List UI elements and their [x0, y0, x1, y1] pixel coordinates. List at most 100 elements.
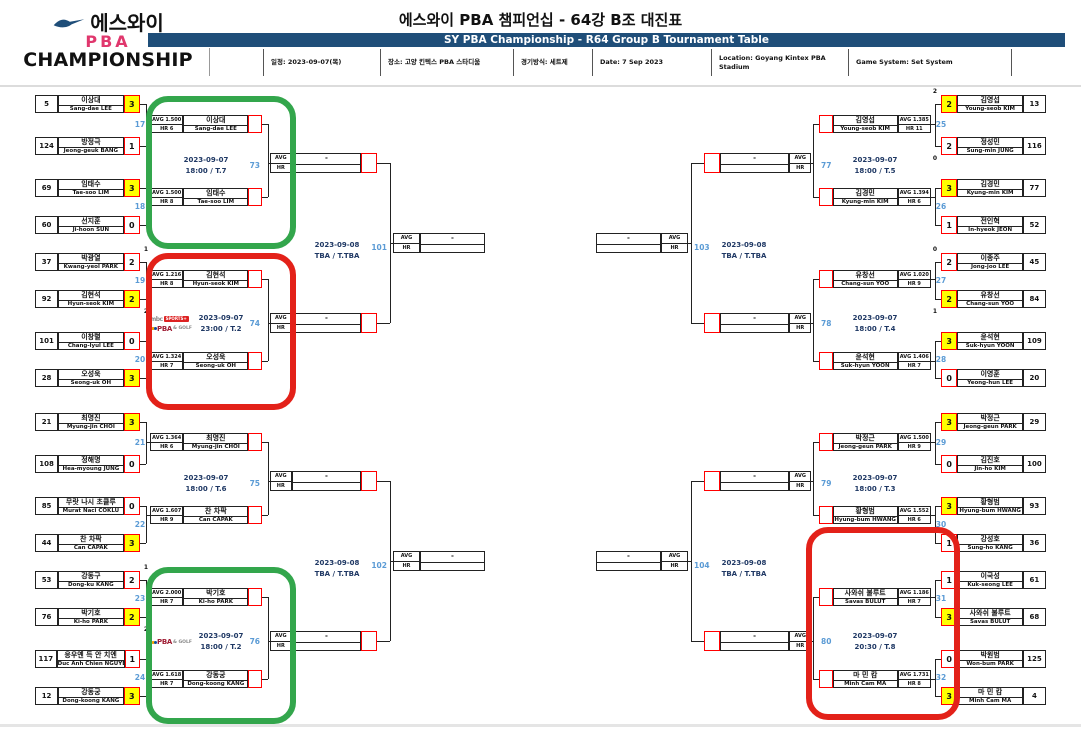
- player-name-english: Savas BULUT: [845, 599, 886, 605]
- player-name-korean: 윤석현: [833, 353, 897, 363]
- bracket-connector: [935, 580, 941, 581]
- player-name-english: Sung-ho KANG: [967, 545, 1013, 551]
- player-stats: AVG 1.731 HR 8: [897, 670, 931, 688]
- player-name-korean: 선지훈: [59, 217, 123, 227]
- bracket-connector: [146, 442, 150, 443]
- player-entry: 76 박기호 Ki-ho PARK 2 2: [35, 608, 148, 633]
- player-name-english: Hyun-seok KIM: [67, 301, 115, 307]
- player-name-english: Can CAPAK: [198, 517, 233, 523]
- player-stats: AVG 1.406 HR 7: [897, 352, 931, 370]
- player-name-box: 이상대 Sang-dae LEE: [183, 115, 249, 133]
- logo-text-kr: 에스와이: [90, 11, 164, 35]
- score-box: 3: [123, 687, 140, 705]
- seed-number: 21: [35, 413, 59, 431]
- score-slot: [248, 506, 262, 524]
- bracket-connector: [140, 422, 146, 423]
- bracket-connector: [691, 163, 704, 164]
- bracket-connector: [691, 481, 704, 482]
- player-name-box: 최명진 Myung-jin CHOI: [58, 413, 124, 431]
- score-box: 3: [123, 179, 140, 197]
- score-slot: [704, 313, 720, 333]
- bracket-connector: [931, 597, 935, 598]
- player-name-korean: 유창선: [833, 271, 897, 281]
- bracket-connector: [268, 124, 269, 197]
- player-name-box: 김현석 Hyun-seok KIM: [58, 290, 124, 308]
- player-name-box: 마 민 캄 Minh Cam MA: [832, 670, 898, 688]
- pba-golf-logo: PBA & GOLF: [150, 325, 192, 333]
- player-entry: 28 오성욱 Seong-uk OH 3: [35, 369, 140, 387]
- player-name-box: 김경민 Kyung-min KIM: [832, 188, 898, 206]
- score-slot: [248, 433, 262, 451]
- stat-labels: AVG HR: [789, 313, 811, 333]
- seed-number: 124: [35, 137, 59, 155]
- player-name-box: 이영훈 Yeong-hun LEE: [957, 369, 1023, 387]
- empty-row: [597, 563, 660, 570]
- score-slot: [248, 188, 262, 206]
- advancing-player-box: AVG 1.216 HR 8 김현석 Hyun-seok KIM: [150, 270, 262, 288]
- player-name-english: Young-seob KIM: [840, 126, 891, 132]
- score-slot: [819, 270, 833, 288]
- empty-row: [421, 245, 484, 252]
- score-slot: [248, 670, 262, 688]
- bracket-connector: [813, 515, 819, 516]
- player-name-korean: 정성민: [958, 138, 1022, 148]
- score-box: 3: [941, 608, 958, 626]
- seed-number: 85: [35, 497, 59, 515]
- player-entry: 45 이종주 Jong-joo LEE 2 0: [933, 246, 1046, 271]
- advancing-player-box: AVG 1.406 HR 7 윤석현 Suk-hyun YOON: [819, 352, 931, 370]
- avg-label: AVG: [668, 235, 681, 241]
- bracket-connector: [935, 146, 941, 147]
- player-name-korean: 박정근: [958, 414, 1022, 424]
- info-cell-venue: 장소: 고양 킨텍스 PBA 스타디움: [380, 49, 513, 76]
- r64-match-number: 20: [134, 354, 146, 364]
- mbc-sports-logo: mbc SPORTS+: [150, 316, 189, 323]
- bracket-connector: [813, 679, 819, 680]
- player-name-english: Dong-ku KANG: [68, 582, 114, 588]
- player-stats: AVG 1.618 HR 7: [150, 670, 184, 688]
- seed-number: 29: [1022, 413, 1046, 431]
- player-name-box: 강동궁 Dong-koong KANG: [58, 687, 124, 705]
- hr-label: HR: [394, 561, 419, 571]
- winner-output-box: AVG HR -: [393, 551, 485, 571]
- bracket-connector: [140, 341, 146, 342]
- player-entry: 52 전인혁 In-hyeok JEON 1: [941, 216, 1046, 234]
- seed-number: 53: [35, 571, 59, 589]
- advancing-player-box: AVG 1.324 HR 7 오성욱 Seong-uk OH: [150, 352, 262, 370]
- score-box: 1: [941, 534, 958, 552]
- bracket-connector: [691, 323, 704, 324]
- r64-match-number: 18: [134, 201, 146, 211]
- match-schedule-panel: 2023-09-08 TBA / T.TBA 103: [694, 235, 794, 267]
- bracket-connector: [931, 361, 935, 362]
- player-stats: AVG 1.500 HR 8: [150, 188, 184, 206]
- seed-number: 44: [35, 534, 59, 552]
- avg-value: AVG 1.324: [151, 354, 183, 362]
- schedule-text: 2023-09-07 18:00 / T.2: [199, 631, 244, 653]
- stat-labels: AVG HR: [270, 313, 292, 333]
- player-name-box: 이국성 Kuk-seong LEE: [957, 571, 1023, 589]
- bracket-connector: [813, 124, 819, 125]
- player-name-english: Young-seob KIM: [965, 106, 1015, 112]
- seed-number: 13: [1022, 95, 1046, 113]
- score-slot: [361, 631, 377, 651]
- logo-divider: [209, 48, 210, 76]
- empty-slot: -: [292, 154, 361, 165]
- r64-match-number: 25: [935, 120, 947, 129]
- advancing-player-box: AVG 1.385 HR 11 김영섭 Young-seob KIM: [819, 115, 931, 133]
- stat-labels: AVG HR: [270, 631, 292, 651]
- player-name-korean: 사와쉬 불루트: [958, 609, 1022, 619]
- player-name-korean: 방정극: [59, 138, 123, 148]
- player-name-korean: 박정근: [833, 434, 897, 444]
- avg-value: AVG 1.406: [898, 354, 930, 362]
- bracket-connector: [935, 299, 941, 300]
- empty-slot: -: [720, 154, 789, 165]
- player-name-korean: 최명진: [59, 414, 123, 424]
- r64-match-number: 19: [134, 275, 146, 285]
- player-stats: AVG 2.000 HR 7: [150, 588, 184, 606]
- avg-value: AVG 1.216: [151, 272, 183, 280]
- player-name-box: 강성호 Sung-ho KANG: [957, 534, 1023, 552]
- shootout-score: 0: [932, 246, 938, 253]
- hr-value: HR 6: [907, 516, 921, 523]
- bracket-connector: [688, 561, 691, 562]
- avg-value: AVG 1.607: [151, 508, 183, 516]
- hr-value: HR 8: [160, 280, 174, 287]
